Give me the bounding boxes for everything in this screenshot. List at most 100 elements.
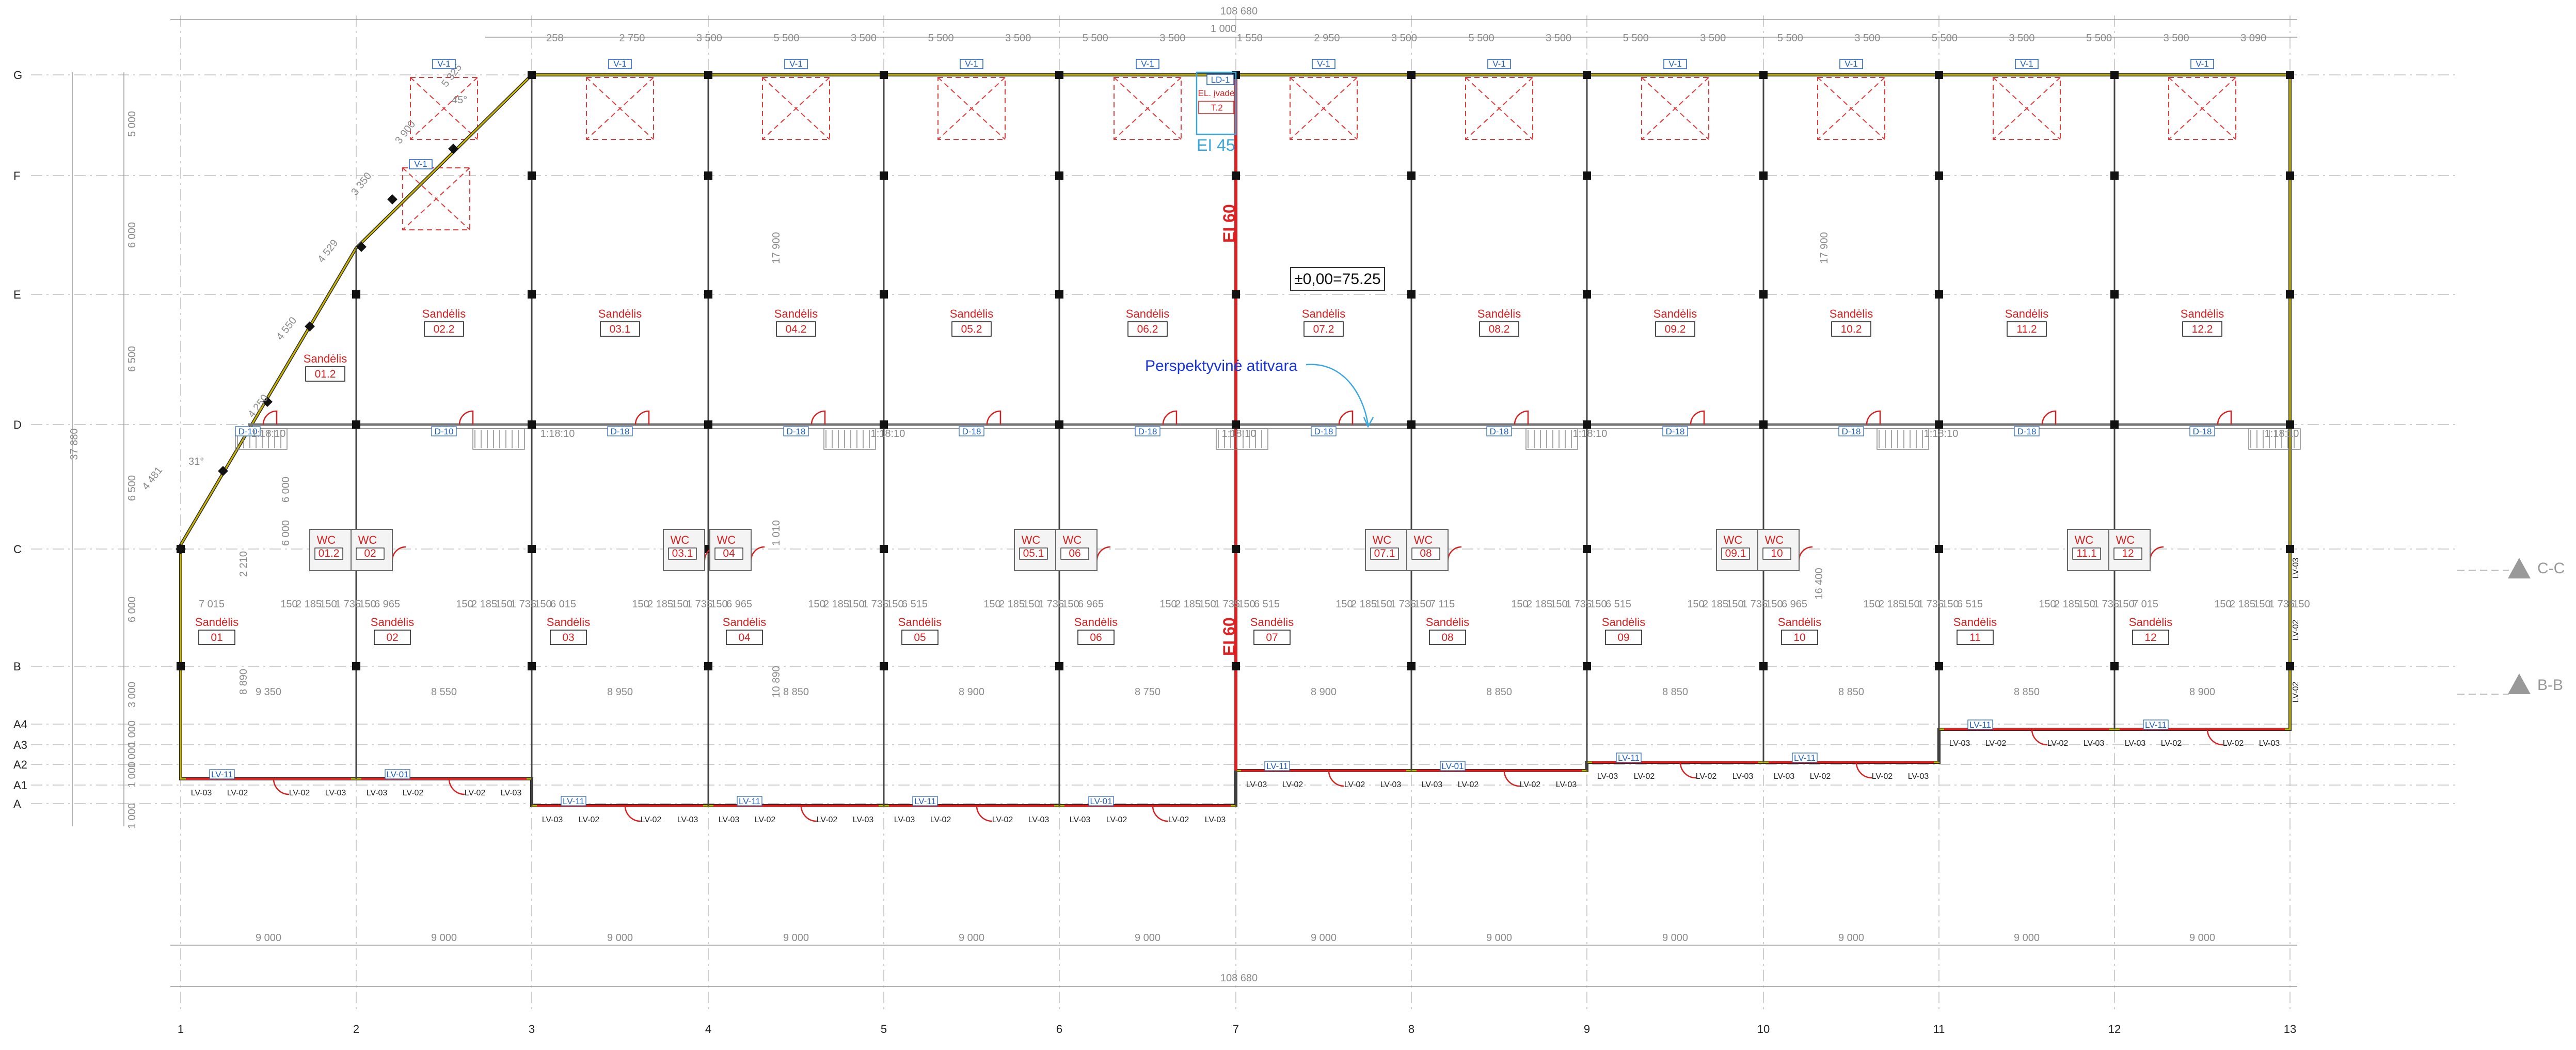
dim-lower-depth: 8 950 — [607, 686, 633, 698]
axis-label-y: A1 — [13, 779, 27, 792]
wc-label: WC — [1765, 534, 1784, 546]
facade-door-tag: LV-02 — [289, 789, 310, 797]
dimension-lines — [72, 19, 2297, 987]
room-code-box — [550, 630, 587, 645]
section-c-label: C-C — [2537, 560, 2565, 577]
room-code-upper: 09.2 — [1665, 323, 1686, 335]
dim-interior: 1 010 — [771, 520, 782, 546]
door-swing — [1162, 410, 1178, 425]
door-swing — [2217, 410, 2232, 425]
axis-label-y: D — [13, 418, 22, 431]
column-diagonal — [305, 321, 315, 332]
column — [528, 420, 536, 429]
dim-left-chain: 6 000 — [126, 597, 138, 622]
side-door-tag: LV-02 — [2292, 682, 2300, 703]
room-code-box — [305, 366, 345, 382]
stair-outline — [1525, 428, 1578, 450]
dim-bay-width: 6 515 — [1957, 599, 1983, 610]
dim-wc-sub: 150 — [1375, 599, 1392, 610]
room-code-upper: 04.2 — [786, 323, 807, 335]
dim-wc-sub: 150 — [2214, 599, 2231, 610]
room-code-lower: 08 — [1441, 632, 1453, 644]
facade-door-tag: LV-02 — [465, 789, 486, 797]
electrical-room: LD-1 EL. įvadė T.2 — [1196, 71, 1237, 135]
stair-outline — [823, 428, 876, 450]
dim-bay-width: 6 965 — [1078, 599, 1104, 610]
wc-code-box — [356, 547, 385, 560]
dim-wc-sub: 2 185 — [1526, 599, 1552, 610]
dim-wc-sub: 1 735 — [1566, 599, 1592, 610]
column — [1232, 171, 1240, 180]
column — [2286, 420, 2294, 429]
room-name-lower: Sandėlis — [371, 616, 414, 629]
wc-code: 02 — [364, 547, 376, 559]
column — [1407, 290, 1416, 299]
column — [1055, 420, 1063, 429]
dim-wc-sub: 150 — [1023, 599, 1040, 610]
facade-door-tag: LV-03 — [367, 789, 388, 797]
column — [1055, 662, 1063, 670]
room-code-upper: 07.2 — [1313, 323, 1334, 335]
wc-code: 07.1 — [1374, 547, 1395, 559]
column — [352, 420, 360, 429]
room-code-lower: 06 — [1090, 632, 1102, 644]
wc-code: 12 — [2122, 547, 2134, 559]
fire-wall-label-upper: EI 60 — [1220, 204, 1238, 243]
dim-wc-sub: 2 185 — [647, 599, 673, 610]
door-swing — [262, 410, 278, 425]
facade-door-tag: LV-02 — [1520, 780, 1541, 789]
column — [1935, 662, 1943, 670]
dim-diagonal: 3 350 — [349, 170, 374, 198]
dim-wc-sub: 150 — [320, 599, 337, 610]
window-tag: V-1 — [1668, 59, 1682, 69]
room-code-lower: 10 — [1793, 632, 1805, 644]
facade-door-tag: LV-03 — [1028, 816, 1050, 824]
skylight — [586, 77, 654, 140]
skylight-diagonal — [586, 77, 654, 140]
wc-label: WC — [1022, 534, 1041, 546]
column — [1583, 71, 1591, 79]
gate-tag-box — [1792, 753, 1818, 763]
door-tag: D-10 — [435, 427, 454, 436]
room-code-box — [600, 321, 640, 337]
facade-door-swing — [1152, 805, 1169, 822]
dim-top-chain: 3 500 — [2164, 33, 2189, 44]
dim-top-chain: 5 500 — [1623, 33, 1649, 44]
facade-door-tag: LV-02 — [641, 816, 662, 824]
wc-blocks: WC01.2WC02WC03.1WC04WC05.1WC06WC07.1WC08… — [309, 529, 2151, 571]
dim-wc-sub: 2 185 — [296, 599, 322, 610]
facade-door-swing — [1679, 762, 1696, 779]
dim-bay-width: 6 965 — [374, 599, 400, 610]
door-tag: D-18 — [2193, 427, 2212, 436]
facade-door-tag: LV-02 — [930, 816, 951, 824]
dim-wc-sub: 150 — [1687, 599, 1704, 610]
facade-door-swing — [800, 805, 817, 822]
axis-label-x: 4 — [705, 1023, 711, 1036]
column — [528, 662, 536, 670]
dim-top-chain: 2 750 — [619, 33, 645, 44]
side-door-tag: LV-02 — [2292, 620, 2300, 641]
skylight — [937, 77, 1006, 140]
dim-wc-sub: 150 — [495, 599, 512, 610]
window-tag: V-1 — [1844, 59, 1858, 69]
window-tag-box — [1839, 59, 1863, 69]
stair-label: 1:18:10 — [251, 428, 286, 440]
door-tag: D-18 — [787, 427, 806, 436]
dim-wc-sub: 150 — [1550, 599, 1567, 610]
room-code-box — [726, 630, 763, 645]
dim-left-total: 37 880 — [69, 428, 80, 460]
dim-wc-sub: 1 735 — [1038, 599, 1064, 610]
dim-top-offset: 1 000 — [1211, 23, 1236, 35]
skylight — [1817, 77, 1885, 140]
column — [2110, 71, 2119, 79]
dim-wc-sub: 1 735 — [2093, 599, 2119, 610]
column — [2110, 290, 2119, 299]
facade-door-tag: LV-03 — [325, 789, 346, 797]
fire-wall-label-lower: EI 60 — [1220, 617, 1238, 656]
gate-tag: LV-11 — [2145, 720, 2167, 730]
room-name-upper: Sandėlis — [422, 307, 466, 320]
skylight-diagonal — [1114, 77, 1182, 140]
axis-label-x: 12 — [2108, 1023, 2121, 1036]
wc-code: 10 — [1771, 547, 1783, 559]
dim-left-chain: 6 000 — [126, 222, 138, 248]
